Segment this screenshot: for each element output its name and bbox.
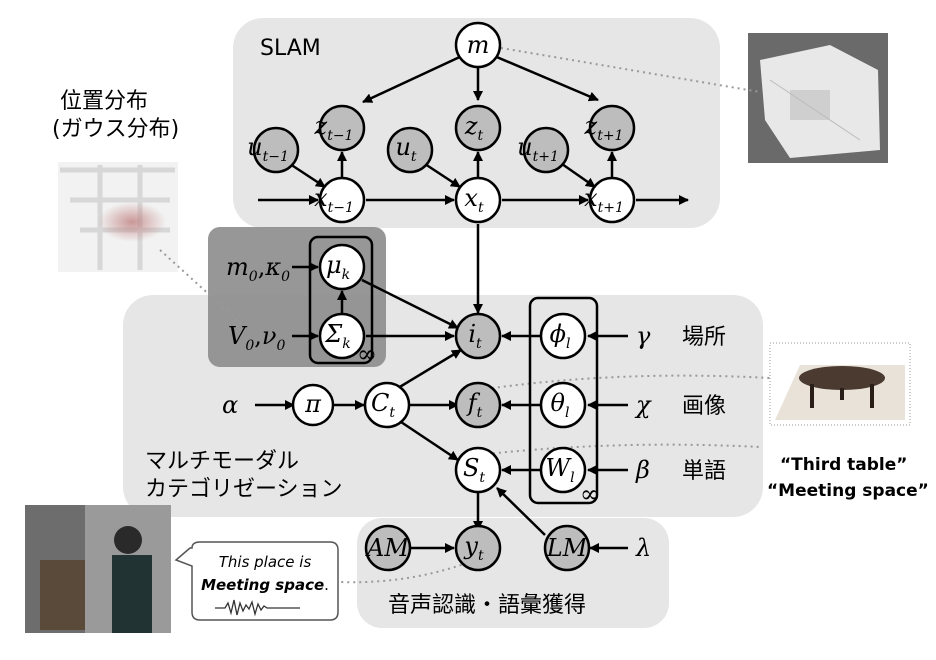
quote-third-table: “Third table” xyxy=(780,455,907,475)
svg-text:St: St xyxy=(463,454,485,486)
svg-text:ut+1: ut+1 xyxy=(517,133,559,165)
svg-text:μk: μk xyxy=(326,251,350,283)
svg-text:Meeting space.: Meeting space. xyxy=(201,576,329,594)
edges xyxy=(255,53,689,553)
node-f: ft xyxy=(454,381,502,429)
label-word: 単語 xyxy=(682,459,726,484)
svg-text:Σk: Σk xyxy=(324,320,350,352)
svg-text:Wl: Wl xyxy=(545,454,574,486)
gaussian-map-image xyxy=(58,162,178,272)
node-y: yt xyxy=(454,524,502,572)
svg-text:xt−1: xt−1 xyxy=(314,184,354,216)
svg-text:AM: AM xyxy=(365,534,410,562)
node-u-cur: ut xyxy=(386,126,434,174)
node-W: Wl xyxy=(539,446,587,494)
node-z-cur: zt xyxy=(454,104,502,152)
bubble-line1: This place is xyxy=(219,553,312,571)
position-label-line1: 位置分布 xyxy=(60,89,148,114)
dotted-gauss xyxy=(159,249,246,328)
waveform-icon xyxy=(215,599,300,617)
speech-bubble: This place is Meeting space. xyxy=(174,541,339,621)
param-alpha: α xyxy=(222,391,238,419)
node-x-next: xt+1 xyxy=(584,176,636,224)
table-image xyxy=(769,342,911,426)
person-photo xyxy=(25,505,171,633)
svg-text:m: m xyxy=(467,31,490,59)
dotted-m-map xyxy=(500,47,761,93)
svg-text:zt: zt xyxy=(464,112,484,144)
node-sigma: Σk xyxy=(318,312,366,360)
map-image xyxy=(748,33,888,163)
node-m: m xyxy=(454,21,502,69)
bubble-line2-bold: Meeting space xyxy=(201,576,324,594)
slam-label: SLAM xyxy=(260,36,321,61)
svg-text:ϕl: ϕl xyxy=(550,320,571,352)
node-z-prev: zt−1 xyxy=(314,104,366,152)
param-lambda: λ xyxy=(635,534,651,562)
bubble-line2-end: . xyxy=(324,576,329,594)
quote-meeting-space: “Meeting space” xyxy=(767,481,929,501)
svg-text:zt+1: zt+1 xyxy=(584,112,624,144)
label-image: 画像 xyxy=(682,394,726,419)
label-place: 場所 xyxy=(682,325,726,350)
param-beta: β xyxy=(635,456,650,484)
svg-text:ut: ut xyxy=(395,133,416,165)
plate-k xyxy=(308,235,374,365)
svg-text:LM: LM xyxy=(546,534,589,562)
node-u-prev: ut−1 xyxy=(247,126,300,174)
svg-text:yt: yt xyxy=(463,532,484,564)
node-theta: θl xyxy=(539,381,587,429)
position-label-line2: (ガウス分布) xyxy=(52,117,179,142)
node-mu: μk xyxy=(318,243,366,291)
node-u-next: ut+1 xyxy=(517,126,570,174)
dotted-f-table xyxy=(485,374,771,390)
speech-label: 音声認識・語彙獲得 xyxy=(388,593,586,618)
param-gamma: γ xyxy=(636,322,651,350)
svg-text:θl: θl xyxy=(551,389,570,421)
node-phi: ϕl xyxy=(539,312,587,360)
svg-text:π: π xyxy=(304,390,322,418)
node-S: St xyxy=(454,446,502,494)
svg-text:ut−1: ut−1 xyxy=(247,133,289,165)
node-i: it xyxy=(454,312,502,360)
node-pi: π xyxy=(291,383,335,427)
param-chi: χ xyxy=(634,391,652,419)
multimodal-label-line2: カテゴリゼーション xyxy=(145,477,343,502)
plate-l-infinity: ∞ xyxy=(580,480,600,508)
node-LM: LM xyxy=(543,524,591,572)
node-C: Ct xyxy=(363,381,411,429)
param-m0-kappa0: m0,κ0 xyxy=(226,253,290,285)
node-x-cur: xt xyxy=(454,176,502,224)
node-x-prev: xt−1 xyxy=(314,176,366,224)
node-z-next: zt+1 xyxy=(584,104,636,152)
svg-text:Ct: Ct xyxy=(371,389,395,421)
svg-text:zt−1: zt−1 xyxy=(314,112,354,144)
plate-l xyxy=(528,296,599,505)
svg-text:it: it xyxy=(468,320,482,352)
multimodal-label-line1: マルチモーダル xyxy=(145,449,299,474)
svg-text:xt: xt xyxy=(464,184,484,216)
node-AM: AM xyxy=(364,524,412,572)
svg-text:xt+1: xt+1 xyxy=(584,184,624,216)
param-V0-nu0: V0,ν0 xyxy=(228,322,286,354)
